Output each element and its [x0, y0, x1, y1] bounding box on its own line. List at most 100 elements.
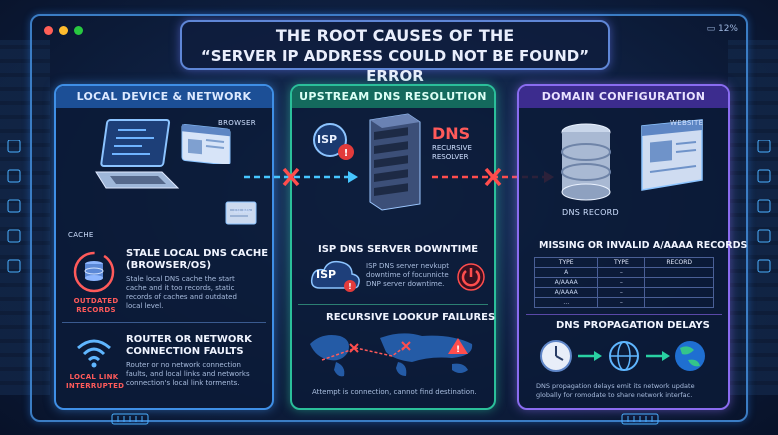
laptop-icon: [95, 119, 180, 189]
dns-record-database-icon: [561, 123, 611, 201]
cause-router-desc: Router or no network connection faults, …: [126, 361, 250, 388]
cause-router-title-2: CONNECTION FAULTS: [126, 346, 244, 357]
table-header: TYPE: [533, 257, 599, 268]
table-cell: [644, 297, 714, 308]
minimize-dot[interactable]: [59, 26, 68, 35]
browser-window-icon: [181, 124, 231, 164]
mini-device-icon: [225, 201, 257, 225]
power-off-icon: [457, 263, 485, 291]
table-cell: [644, 277, 714, 288]
divider: [62, 322, 266, 323]
table-cell: –: [597, 277, 646, 288]
svg-text:!: !: [348, 282, 352, 291]
local-link-line-1: LOCAL LINK: [69, 373, 119, 381]
desc-line: records of caches and outdated: [126, 293, 237, 301]
table-header: TYPE: [597, 257, 646, 268]
cause-propagation-title: DNS PROPAGATION DELAYS: [556, 320, 710, 331]
cause-stale-cache-title: STALE LOCAL DNS CACHE (BROWSER/OS): [126, 248, 268, 272]
dns-sub-line-1: RECURSIVE: [432, 144, 472, 152]
cause-missing-records-title: MISSING OR INVALID A/AAAA RECORDS: [539, 240, 748, 251]
isp-label-top: ISP: [317, 133, 338, 146]
desc-line: DNS propagation delays emit its network …: [536, 382, 695, 390]
table-cell: A/AAAA: [533, 287, 599, 298]
table-header: RECORD: [644, 257, 714, 268]
wifi-icon: [77, 339, 111, 368]
connector-icon: [111, 413, 149, 425]
cause-router-title: ROUTER OR NETWORK CONNECTION FAULTS: [126, 334, 252, 358]
outdated-cache-icon: [73, 251, 115, 293]
panel-title-domain: DOMAIN CONFIGURATION: [519, 86, 728, 108]
desc-line: DNP server downtime.: [366, 280, 445, 288]
cause-isp-downtime-title: ISP DNS SERVER DOWNTIME: [318, 244, 479, 255]
desc-line: globally for romodate to share network i…: [536, 391, 693, 399]
desc-line: ISP DNS server nevkupt: [366, 262, 449, 270]
divider: [298, 304, 488, 305]
title-line-2: “SERVER IP ADDRESS COULD NOT BE FOUND” E…: [200, 47, 590, 85]
table-cell: …: [533, 297, 599, 308]
title-line-1: THE ROOT CAUSES OF THE: [275, 26, 515, 45]
website-window-icon: [641, 119, 703, 191]
panel-title-upstream: UPSTREAM DNS RESOLUTION: [292, 86, 494, 108]
desc-line: Stale local DNS cache the start: [126, 275, 235, 283]
website-label: WEBSITE: [670, 119, 704, 127]
cause-stale-cache-title-2: (BROWSER/OS): [126, 260, 212, 271]
outdated-records-label: OUTDATED RECORDS: [72, 297, 120, 315]
desc-line: downtime of focunnicte: [366, 271, 449, 279]
cache-label: CACHE: [68, 231, 94, 239]
table-cell: –: [597, 267, 646, 278]
panel-local-device: LOCAL DEVICE & NETWORK: [54, 84, 274, 410]
battery-indicator: ▭ 12%: [706, 24, 738, 34]
cause-recursive-desc: Attempt is connection, cannot find desti…: [312, 388, 477, 396]
svg-text:!: !: [456, 345, 460, 355]
panel-title-local: LOCAL DEVICE & NETWORK: [56, 86, 272, 108]
propagation-flow-icon: [540, 340, 705, 372]
outer-frame: [30, 14, 748, 422]
window-controls: [44, 26, 83, 35]
dlms-label: DLMS: [234, 208, 253, 215]
table-cell: [644, 267, 714, 278]
dns-records-table: TYPE TYPE RECORD A– A/AAAA– A/AAAA– …–: [533, 257, 714, 308]
battery-level: 12%: [717, 24, 738, 34]
side-controls-right: [757, 140, 771, 273]
cause-recursive-title: RECURSIVE LOOKUP FAILURES: [326, 312, 496, 323]
outdated-line-2: RECORDS: [76, 306, 116, 314]
isp-label-cloud: ISP: [316, 268, 337, 281]
server-rack-left: [0, 40, 50, 395]
table-cell: A: [533, 267, 599, 278]
isp-cloud-offline-icon: !: [310, 260, 360, 292]
dns-sub-label: RECURSIVE RESOLVER: [432, 144, 472, 162]
dns-record-label: DNS RECORD: [562, 208, 619, 217]
table-row: A–: [533, 267, 714, 278]
table-cell: A/AAAA: [533, 277, 599, 288]
cause-router-title-1: ROUTER OR NETWORK: [126, 334, 252, 345]
table-row: A/AAAA–: [533, 277, 714, 288]
page-title: THE ROOT CAUSES OF THE “SERVER IP ADDRES…: [180, 20, 610, 85]
side-controls-left: [7, 140, 21, 273]
cause-propagation-desc: DNS propagation delays emit its network …: [536, 382, 695, 400]
cause-stale-cache-title-1: STALE LOCAL DNS CACHE: [126, 248, 269, 259]
dns-big-label: DNS: [432, 124, 471, 143]
isp-cloud-icon: !: [313, 123, 354, 160]
browser-label: BROWSER: [218, 119, 256, 127]
server-rack-right: [728, 40, 778, 395]
desc-line: local level.: [126, 302, 164, 310]
flow-arrow-local-to-dns: [244, 167, 358, 187]
table-cell: –: [597, 297, 646, 308]
table-row: A/AAAA–: [533, 287, 714, 298]
desc-line: connection's local link torments.: [126, 379, 240, 387]
maximize-dot[interactable]: [74, 26, 83, 35]
cause-isp-downtime-desc: ISP DNS server nevkupt downtime of focun…: [366, 262, 449, 289]
desc-line: cache and it too records, static: [126, 284, 235, 292]
table-row: …–: [533, 297, 714, 308]
outdated-line-1: OUTDATED: [73, 297, 119, 305]
desc-line: Router or no network connection: [126, 361, 241, 369]
local-link-line-2: INTERRUPTED: [66, 382, 125, 390]
table-cell: [644, 287, 714, 298]
desc-line: faults, and local links and networks: [126, 370, 250, 378]
dns-sub-line-2: RESOLVER: [432, 153, 469, 161]
dns-server-icon: [369, 113, 421, 211]
connector-icon: [621, 413, 659, 425]
local-link-label: LOCAL LINK INTERRUPTED: [66, 373, 125, 391]
svg-text:!: !: [344, 148, 349, 159]
close-dot[interactable]: [44, 26, 53, 35]
